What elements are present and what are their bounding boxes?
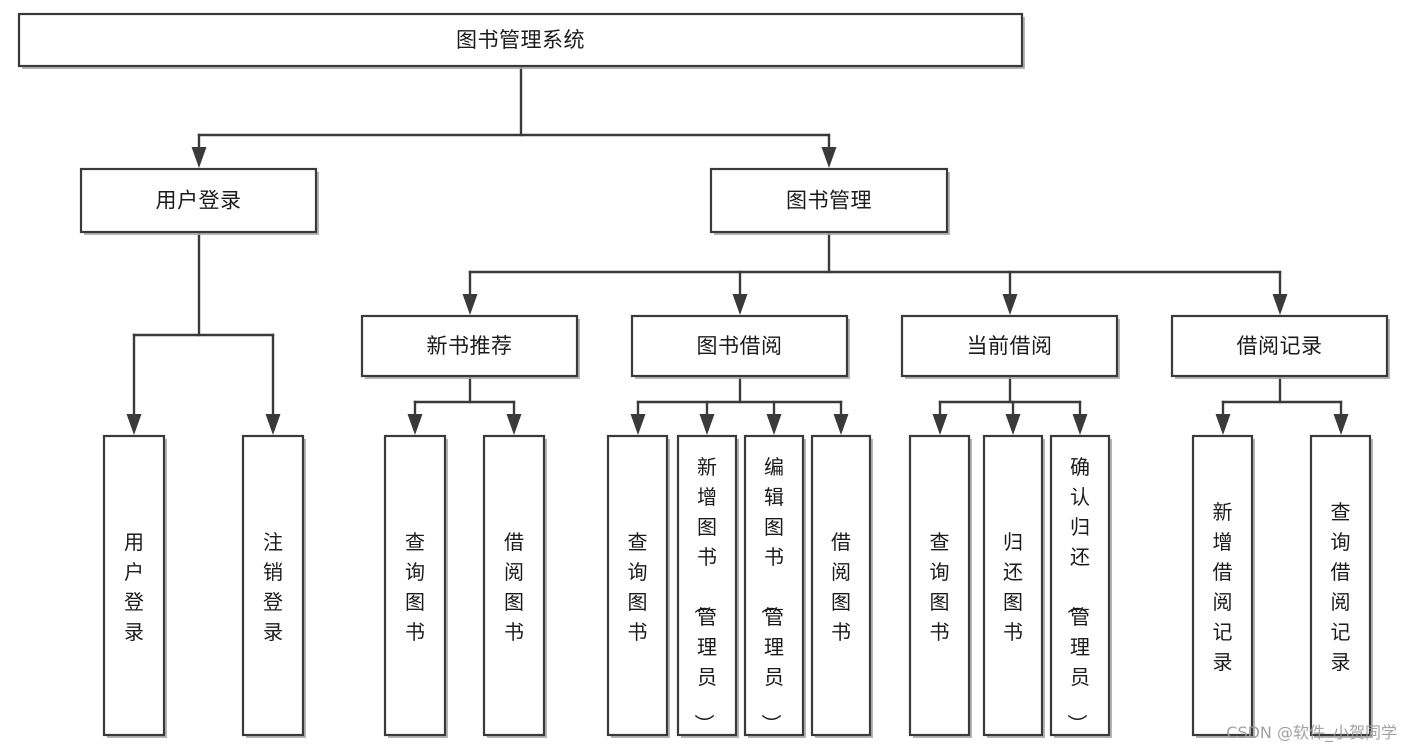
node-leaf-edit-book-admin[interactable]: 编辑图书（管理员） (743, 434, 806, 738)
node-rect[interactable] (241, 434, 305, 737)
node-rect[interactable] (676, 434, 738, 737)
node-rect[interactable] (908, 434, 971, 737)
arrow-head-icon (191, 147, 207, 168)
node-label: 借阅图书 (831, 530, 851, 644)
arrow-head-icon (766, 414, 782, 435)
node-rect[interactable] (1049, 434, 1111, 737)
node-rect[interactable] (17, 12, 1024, 68)
node-rect[interactable] (743, 434, 805, 737)
edge-group-book-borrow (630, 374, 849, 435)
arrow-head-icon (1215, 414, 1231, 435)
arrow-head-icon (932, 414, 948, 435)
arrow-head-icon (699, 414, 715, 435)
node-label: 注销登录 (263, 530, 283, 644)
node-label: 查询借阅记录 (1331, 500, 1351, 674)
node-label: 新书推荐 (427, 334, 513, 358)
node-rect[interactable] (482, 434, 546, 737)
node-rect[interactable] (360, 314, 579, 378)
edge-group-current-borrow (932, 374, 1088, 435)
arrow-head-icon (1333, 414, 1349, 435)
arrow-head-icon (732, 294, 748, 315)
node-leaf-query-book-borrow[interactable]: 查询图书 (606, 434, 670, 738)
node-label: 查询图书 (405, 530, 425, 644)
edge-group-borrow-record (1215, 374, 1349, 435)
node-leaf-add-book-admin[interactable]: 新增图书（管理员） (676, 434, 739, 738)
node-label: 用户登录 (124, 530, 144, 644)
node-leaf-query-book-new[interactable]: 查询图书 (383, 434, 448, 738)
arrow-head-icon (833, 414, 849, 435)
arrow-head-icon (1272, 294, 1288, 315)
edge-group-root (191, 64, 837, 168)
node-root[interactable]: 图书管理系统 (17, 12, 1025, 69)
node-book-management[interactable]: 图书管理 (709, 167, 950, 235)
node-leaf-confirm-return-admin[interactable]: 确认归还（管理员） (1049, 434, 1112, 738)
node-label: 图书管理 (786, 189, 872, 213)
node-layer: 图书管理系统用户登录图书管理新书推荐图书借阅当前借阅借阅记录用户登录注销登录查询… (17, 12, 1390, 738)
node-label: 查询图书 (930, 530, 950, 644)
node-label: 当前借阅 (967, 334, 1053, 358)
node-label: 新增借阅记录 (1213, 500, 1233, 674)
arrow-head-icon (407, 414, 423, 435)
edge-group-new-book-recommend (407, 374, 522, 435)
node-user-login[interactable]: 用户登录 (79, 167, 319, 235)
node-leaf-borrow-book-borrow[interactable]: 借阅图书 (810, 434, 873, 738)
arrow-head-icon (506, 414, 522, 435)
node-borrow-record[interactable]: 借阅记录 (1170, 314, 1390, 379)
node-rect[interactable] (383, 434, 447, 737)
arrow-head-icon (1005, 414, 1021, 435)
node-rect[interactable] (606, 434, 669, 737)
node-label: 归还图书 (1003, 530, 1023, 644)
node-rect[interactable] (1170, 314, 1389, 378)
node-rect[interactable] (79, 167, 318, 234)
node-label: 借阅记录 (1237, 334, 1323, 358)
arrow-head-icon (462, 294, 478, 315)
node-leaf-borrow-book-new[interactable]: 借阅图书 (482, 434, 547, 738)
node-rect[interactable] (1191, 434, 1254, 737)
node-rect[interactable] (709, 167, 949, 234)
node-book-borrow[interactable]: 图书借阅 (630, 314, 850, 379)
arrow-head-icon (126, 414, 142, 435)
node-rect[interactable] (900, 314, 1119, 378)
node-leaf-return-book[interactable]: 归还图书 (982, 434, 1045, 738)
node-label: 图书借阅 (697, 334, 783, 358)
node-leaf-query-book-current[interactable]: 查询图书 (908, 434, 972, 738)
node-label: 图书管理系统 (456, 28, 585, 52)
node-leaf-user-login[interactable]: 用户登录 (102, 434, 167, 738)
edge-layer (126, 64, 1349, 435)
node-rect[interactable] (630, 314, 849, 378)
node-rect[interactable] (1309, 434, 1372, 737)
arrow-head-icon (1072, 414, 1088, 435)
node-label: 借阅图书 (504, 530, 524, 644)
node-rect[interactable] (810, 434, 872, 737)
node-label: 用户登录 (156, 189, 242, 213)
edge-group-user-login (126, 230, 281, 435)
node-label: 编辑图书（管理员） (759, 455, 784, 734)
arrow-head-icon (821, 147, 837, 168)
node-leaf-query-borrow-record[interactable]: 查询借阅记录 (1309, 434, 1373, 738)
node-rect[interactable] (982, 434, 1044, 737)
node-leaf-add-borrow-record[interactable]: 新增借阅记录 (1191, 434, 1255, 738)
node-leaf-logout-login[interactable]: 注销登录 (241, 434, 306, 738)
node-current-borrow[interactable]: 当前借阅 (900, 314, 1120, 379)
node-label: 确认归还（管理员） (1065, 455, 1090, 734)
node-label: 查询图书 (628, 530, 648, 644)
edge-group-book-management (462, 230, 1288, 315)
arrow-head-icon (1002, 294, 1018, 315)
arrow-head-icon (630, 414, 646, 435)
node-new-book-recommend[interactable]: 新书推荐 (360, 314, 580, 379)
arrow-head-icon (265, 414, 281, 435)
node-label: 新增图书（管理员） (692, 455, 717, 734)
node-rect[interactable] (102, 434, 166, 737)
